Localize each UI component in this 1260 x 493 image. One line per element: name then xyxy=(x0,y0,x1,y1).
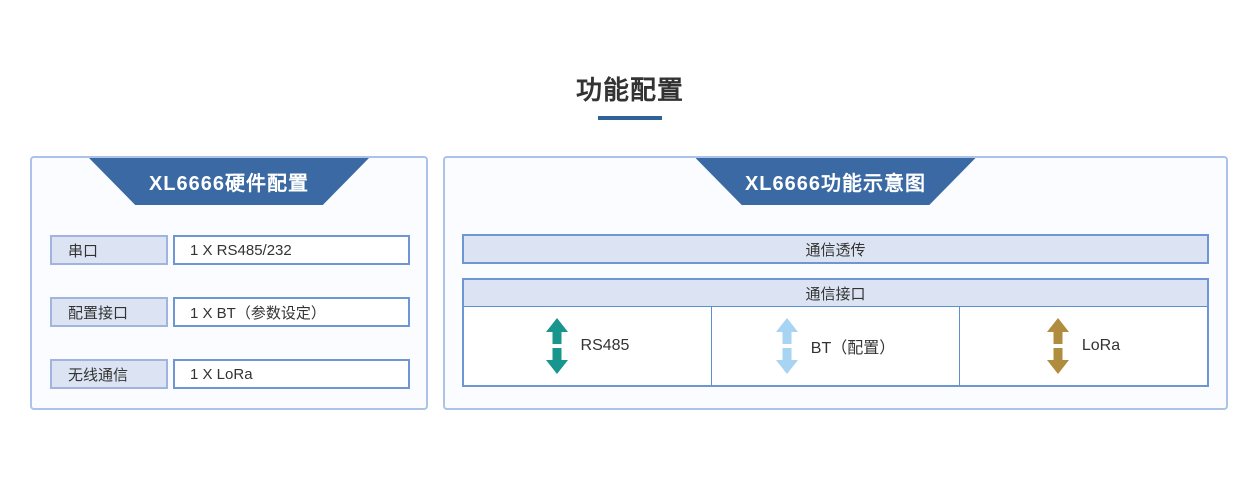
function-diagram-title: XL6666功能示意图 xyxy=(744,173,927,195)
bidirectional-arrow-icon xyxy=(545,318,568,374)
table-row: 串口 1 X RS485/232 xyxy=(50,235,410,265)
row-value-config-interface: 1 X BT（参数设定） xyxy=(173,297,410,327)
bidirectional-arrow-icon xyxy=(1046,318,1069,374)
comm-cell-label-lora: LoRa xyxy=(1081,337,1121,354)
row-label-wireless: 无线通信 xyxy=(50,359,168,389)
comm-interface-table-body: RS485 BT（配置） LoRa xyxy=(464,307,1207,385)
comm-interface-table-header: 通信接口 xyxy=(464,280,1207,307)
page-header: 功能配置 xyxy=(0,70,1260,120)
hardware-config-rows: 串口 1 X RS485/232 配置接口 1 X BT（参数设定） 无线通信 … xyxy=(32,205,426,389)
row-label-config-interface: 配置接口 xyxy=(50,297,168,327)
comm-cell-lora: LoRa xyxy=(960,307,1207,385)
row-value-serial: 1 X RS485/232 xyxy=(173,235,410,265)
transparent-transmission-banner: 通信透传 xyxy=(462,234,1209,264)
hardware-config-header: XL6666硬件配置 xyxy=(89,158,369,205)
table-row: 配置接口 1 X BT（参数设定） xyxy=(50,297,410,327)
function-diagram-header: XL6666功能示意图 xyxy=(695,158,976,205)
comm-cell-bt: BT（配置） xyxy=(712,307,960,385)
hardware-config-panel: XL6666硬件配置 串口 1 X RS485/232 配置接口 1 X BT（… xyxy=(30,156,428,410)
comm-interface-table: 通信接口 RS485 BT（配置） xyxy=(462,278,1209,387)
table-row: 无线通信 1 X LoRa xyxy=(50,359,410,389)
comm-cell-rs485: RS485 xyxy=(464,307,712,385)
page-title: 功能配置 xyxy=(575,75,684,105)
comm-cell-label-rs485: RS485 xyxy=(580,337,630,354)
function-diagram-content: 通信透传 通信接口 RS485 xyxy=(445,205,1226,387)
function-diagram-panel: XL6666功能示意图 通信透传 通信接口 RS485 xyxy=(443,156,1228,410)
row-label-serial: 串口 xyxy=(50,235,168,265)
bidirectional-arrow-icon xyxy=(775,318,798,374)
row-value-wireless: 1 X LoRa xyxy=(173,359,410,389)
hardware-config-title: XL6666硬件配置 xyxy=(148,173,310,195)
title-underline xyxy=(598,116,662,120)
comm-cell-label-bt: BT（配置） xyxy=(810,340,896,357)
